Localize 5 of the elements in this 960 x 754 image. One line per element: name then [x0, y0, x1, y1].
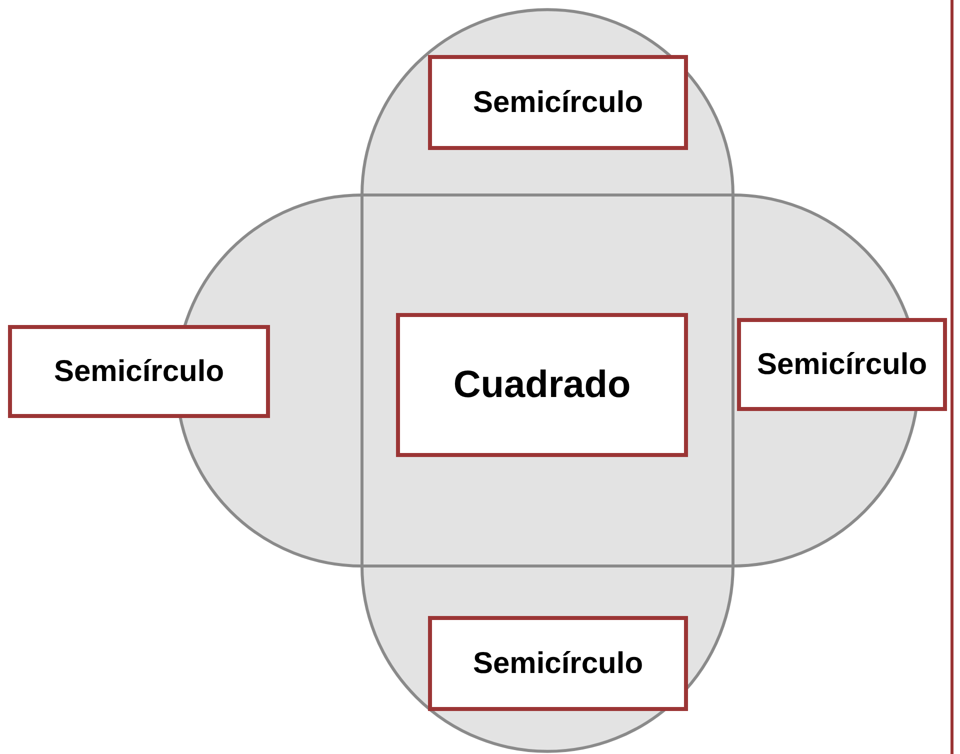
- label-box: Cuadrado: [396, 313, 688, 457]
- label-box: Semicírculo: [428, 616, 688, 711]
- label-box: Semicírculo: [737, 318, 947, 411]
- label-box: Semicírculo: [8, 325, 270, 418]
- label-box: Semicírculo: [428, 55, 688, 150]
